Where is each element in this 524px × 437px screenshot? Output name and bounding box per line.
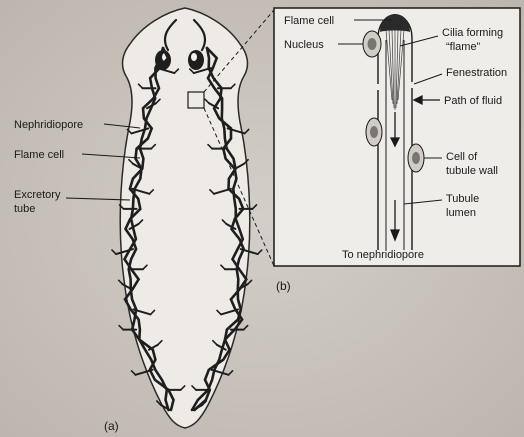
nucleus-cell — [363, 31, 381, 57]
label-nucleus: Nucleus — [284, 39, 324, 51]
label-to-nephridiopore: To nephridiopore — [342, 249, 424, 261]
label-cilia-line2: “flame” — [446, 41, 481, 53]
label-tubule-line2: lumen — [446, 207, 476, 219]
label-tubule-line1: Tubule — [446, 193, 479, 205]
eyespot-right — [188, 50, 204, 70]
label-excretory-line1: Excretory — [14, 189, 61, 201]
label-cilia-line1: Cilia forming — [442, 27, 503, 39]
fenestration-gap-left — [375, 84, 380, 90]
wall-cell-left — [366, 118, 382, 146]
panel-label-a: (a) — [104, 419, 119, 433]
flame-cell-inset: Flame cell Nucleus Cilia forming “flame”… — [274, 8, 520, 266]
label-flame-cell-b: Flame cell — [284, 15, 334, 27]
label-excretory-line2: tube — [14, 203, 35, 215]
label-fenestration: Fenestration — [446, 67, 507, 79]
wall-cell-right — [408, 144, 424, 172]
panel-label-b: (b) — [276, 279, 291, 293]
label-nephridiopore: Nephridiopore — [14, 119, 83, 131]
label-path-of-fluid: Path of fluid — [444, 95, 502, 107]
label-flame-cell-a: Flame cell — [14, 149, 64, 161]
fenestration-gap-right — [410, 82, 415, 88]
label-cell-wall-line1: Cell of — [446, 151, 478, 163]
label-cell-wall-line2: tubule wall — [446, 165, 498, 177]
